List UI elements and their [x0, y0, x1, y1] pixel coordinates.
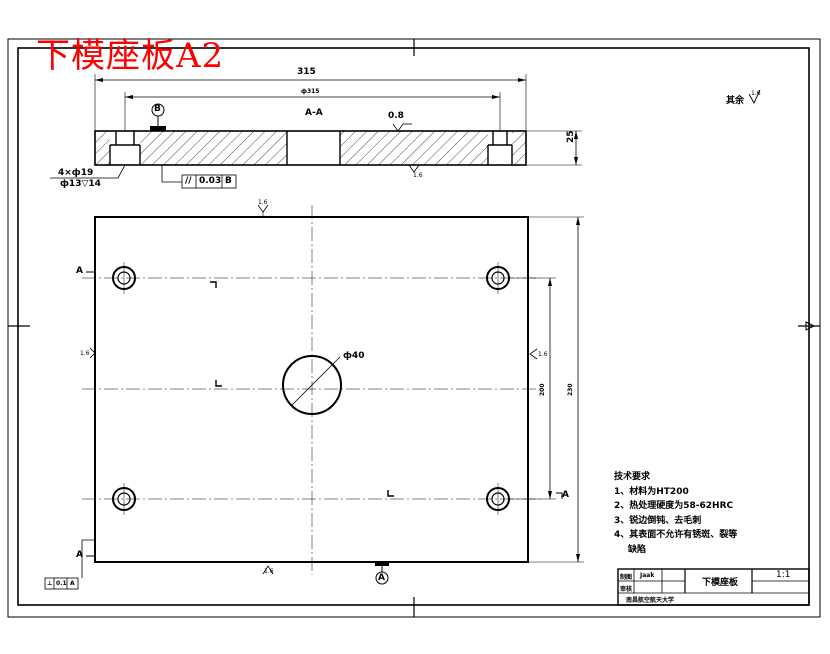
tolerance-frame	[181, 174, 237, 189]
section-view	[94, 103, 527, 166]
dim-vertical-230: 230	[567, 383, 574, 396]
title-block-design-label: 制图	[620, 574, 633, 581]
dim-thickness: 25	[566, 130, 576, 143]
roughness-bottom-plan: 1.6	[264, 568, 274, 575]
center-bore	[282, 355, 342, 415]
tech-item-4-cont: 缺陷	[628, 544, 647, 555]
remaining-roughness-value: 1.6	[751, 90, 761, 97]
bolt-hole-top-right	[486, 266, 510, 290]
datum-a-label: A	[378, 573, 385, 583]
hole-callout-2: ф13▽14	[60, 179, 101, 189]
title-block-school: 南昌航空航天大学	[626, 597, 675, 604]
dim-hole-spacing: ф315	[301, 88, 320, 95]
roughness-0-8: 0.8	[388, 111, 404, 121]
title-block-scale: 1:1	[776, 570, 791, 580]
tech-item-4: 4、其表面不允许有锈斑、裂等	[614, 530, 738, 540]
dim-vertical-200: 200	[539, 383, 546, 396]
bottom-tolerance-frame	[44, 577, 79, 590]
title-block-check-label: 审核	[620, 586, 633, 593]
datum-b-label: B	[154, 104, 161, 114]
section-marker-top: A	[76, 266, 83, 276]
roughness-bottom: 1.6	[413, 172, 423, 179]
title-block-name: Jaak	[640, 572, 655, 579]
section-marker-bottom: A	[76, 550, 83, 560]
dim-center-bore: ф40	[343, 351, 365, 361]
bottom-frame-perp: ⊥	[47, 580, 53, 587]
title-block-part-name: 下模座板	[702, 578, 739, 588]
tech-item-3: 3、锐边倒钝、去毛刺	[614, 515, 702, 526]
section-label: A-A	[305, 108, 323, 118]
roughness-left-plan: 1.6	[80, 350, 90, 357]
tech-item-1: 1、材料为HT200	[614, 486, 689, 497]
title-block	[617, 568, 810, 606]
section-marker-right: A	[562, 490, 569, 500]
tolerance-symbol: //	[185, 176, 192, 186]
roughness-top-plan: 1.6	[258, 199, 268, 206]
bottom-frame-datum: A	[70, 580, 75, 587]
tech-heading: 技术要求	[614, 472, 651, 482]
hole-callout-1: 4×ф19	[58, 168, 94, 178]
technical-requirements: 技术要求 1、材料为HT200 2、热处理硬度为58-62HRC 3、锐边倒钝、…	[614, 470, 737, 557]
bolt-hole-top-left	[112, 266, 136, 290]
tolerance-datum: B	[225, 176, 232, 186]
tolerance-value: 0.03	[199, 176, 222, 186]
tech-item-2: 2、热处理硬度为58-62HRC	[614, 501, 734, 511]
roughness-right-plan: 1.6	[538, 351, 548, 358]
drawing-title: 下模座板A2	[36, 36, 225, 76]
plan-view-plate	[94, 216, 529, 563]
bolt-hole-bottom-right	[486, 487, 510, 511]
remaining-roughness-label: 其余	[726, 96, 745, 106]
bottom-frame-value: 0.1	[56, 580, 67, 587]
bolt-hole-bottom-left	[112, 487, 136, 511]
dim-overall-width: 315	[297, 67, 316, 77]
